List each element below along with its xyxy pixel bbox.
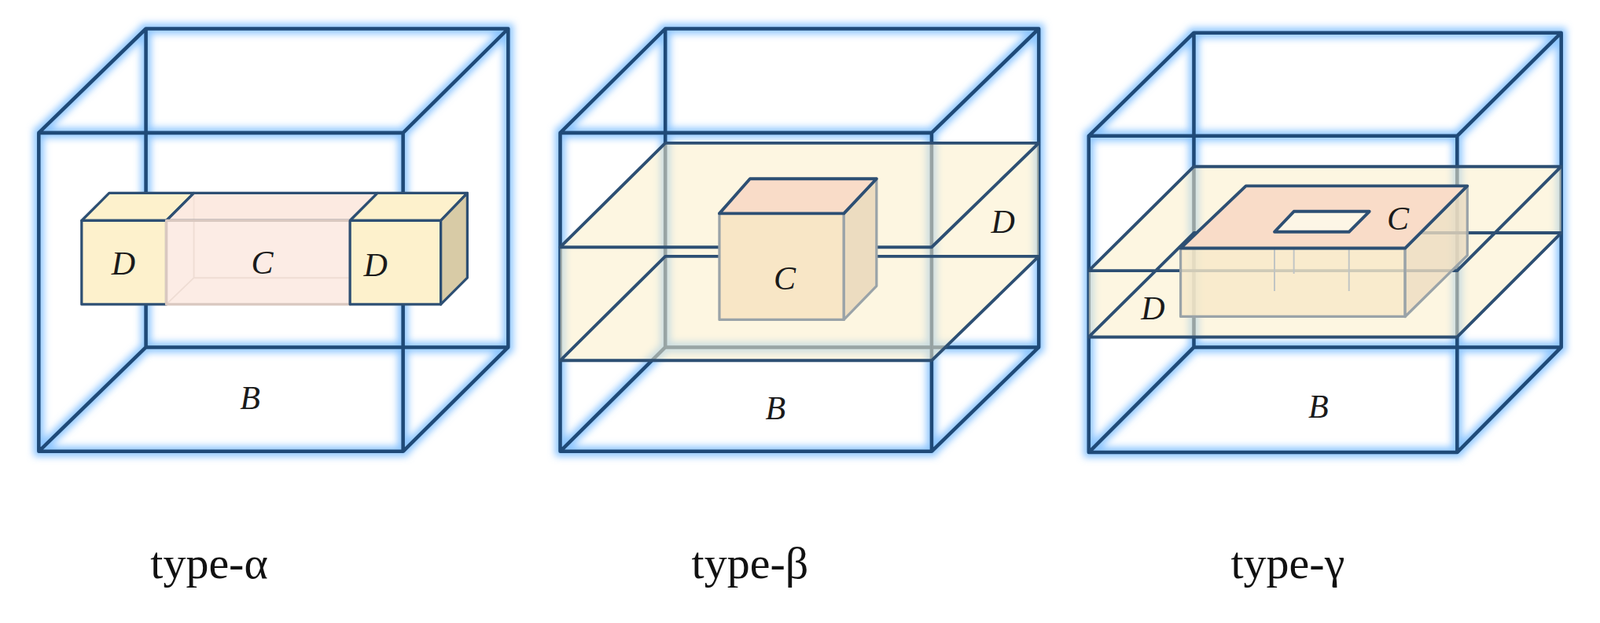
gamma-slab bbox=[1088, 166, 1562, 338]
core-block: C bbox=[166, 192, 351, 304]
cube-region: D C D B bbox=[38, 28, 508, 451]
gamma-ring bbox=[1180, 185, 1468, 317]
type-caption: type-β bbox=[691, 540, 810, 586]
slab-layer: CD bbox=[1088, 166, 1562, 338]
region-label: D bbox=[363, 248, 387, 282]
beta-slab bbox=[560, 143, 1040, 361]
region-label: C bbox=[773, 261, 796, 295]
region-label: D bbox=[991, 205, 1016, 239]
end-block: D bbox=[349, 192, 468, 304]
ring-block: C bbox=[1180, 185, 1468, 317]
region-label: B bbox=[765, 391, 787, 425]
type-caption: type-α bbox=[150, 540, 269, 586]
beta-cube bbox=[719, 178, 877, 320]
alpha-bar bbox=[81, 192, 468, 304]
cube-region: CDB bbox=[560, 28, 1040, 451]
slab-layer: CD bbox=[560, 143, 1040, 361]
region-label: C bbox=[251, 246, 274, 280]
region-label: D bbox=[1140, 291, 1165, 325]
type-caption: type-γ bbox=[1230, 540, 1345, 586]
region-label: C bbox=[1386, 202, 1409, 236]
cube-region: CDB bbox=[1088, 33, 1562, 453]
region-label: D bbox=[111, 246, 136, 280]
cube-glow bbox=[38, 29, 1561, 453]
region-label: B bbox=[239, 381, 261, 415]
region-label: B bbox=[1308, 389, 1329, 423]
core-block: C bbox=[719, 178, 877, 320]
cube-wireframe bbox=[38, 29, 1561, 453]
end-block: D bbox=[81, 192, 167, 304]
